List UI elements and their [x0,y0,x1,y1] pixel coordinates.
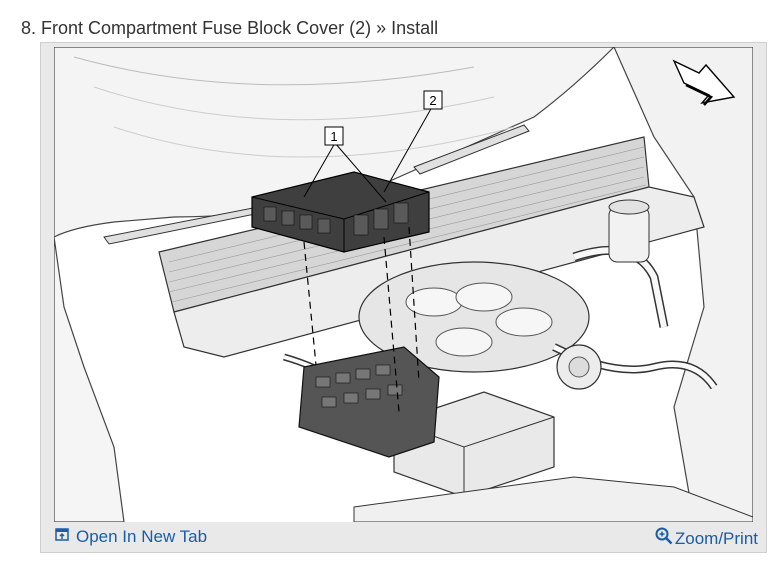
engine-compartment-illustration[interactable]: 1 2 [54,47,753,522]
open-in-new-tab-label: Open In New Tab [76,527,208,546]
step-title: 8. Front Compartment Fuse Block Cover (2… [21,18,439,38]
front-direction-arrow-icon [672,59,736,106]
open-new-tab-icon [55,527,70,547]
zoom-icon [655,527,673,550]
callout-2-label: 2 [429,93,436,108]
callout-1-label: 1 [330,129,337,144]
callout-1: 1 [324,126,344,146]
zoom-print-link[interactable]: Zoom/Print [655,527,758,550]
callout-2: 2 [423,90,443,110]
figure-container: 1 2 [40,42,767,553]
open-in-new-tab-link[interactable]: Open In New Tab [55,527,207,547]
zoom-print-label: Zoom/Print [674,528,758,548]
figure-footer: Open In New Tab Zoom/Print [41,521,766,552]
